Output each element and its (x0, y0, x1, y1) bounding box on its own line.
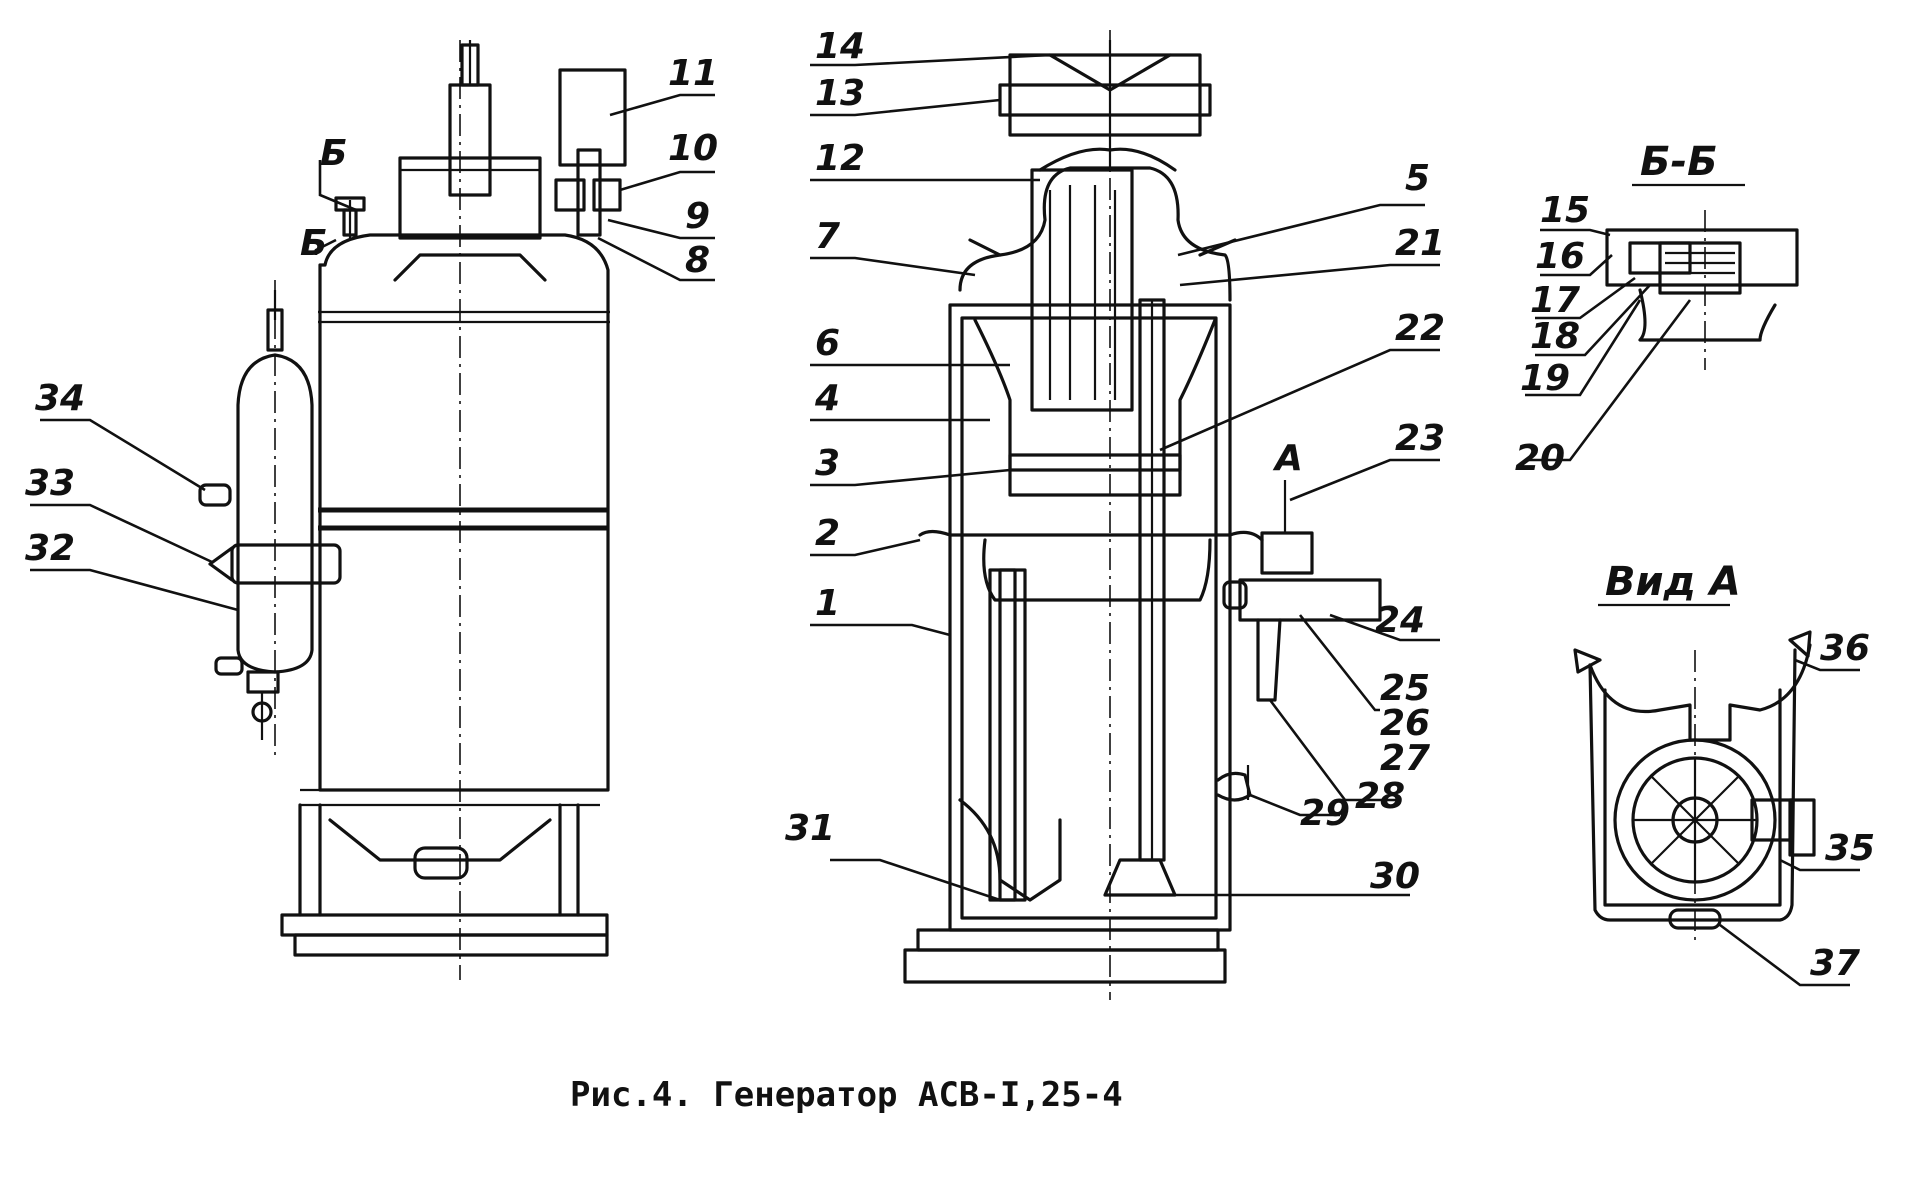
label-33: 33 (25, 463, 75, 504)
label-28: 28 (1355, 776, 1405, 817)
label-18: 18 (1530, 316, 1580, 357)
section-mark-b: Б (320, 133, 347, 174)
figure-caption: Рис.4. Генератор АСВ-I,25-4 (570, 1075, 1123, 1115)
label-32: 32 (25, 528, 75, 569)
label-20: 20 (1515, 438, 1565, 479)
label-10: 10 (668, 128, 718, 169)
label-9: 9 (685, 196, 710, 237)
label-37: 37 (1810, 943, 1860, 984)
view-a (1573, 630, 1816, 940)
label-1: 1 (815, 583, 840, 624)
section-title: Б-Б (1640, 139, 1718, 185)
label-7: 7 (815, 216, 840, 257)
label-4: 4 (814, 378, 840, 419)
label-24: 24 (1375, 600, 1425, 641)
label-6: 6 (815, 323, 840, 364)
item-labels: 1 2 3 4 5 6 7 8 9 10 11 12 13 14 15 16 1… (25, 26, 1875, 984)
label-16: 16 (1535, 236, 1585, 277)
label-31: 31 (785, 808, 835, 849)
label-22: 22 (1395, 308, 1445, 349)
section-mark-b-2: Б (300, 223, 327, 264)
label-26: 26 (1380, 703, 1430, 744)
view-title: Вид А (1605, 559, 1741, 605)
label-34: 34 (35, 378, 85, 419)
label-14: 14 (815, 26, 865, 67)
label-30: 30 (1370, 856, 1420, 897)
label-11: 11 (668, 53, 718, 94)
label-27: 27 (1380, 738, 1430, 779)
label-21: 21 (1395, 223, 1445, 264)
label-25: 25 (1380, 668, 1430, 709)
label-19: 19 (1520, 358, 1570, 399)
section-bb (1605, 210, 1799, 370)
label-15: 15 (1540, 190, 1590, 231)
label-23: 23 (1395, 418, 1445, 459)
label-8: 8 (685, 240, 710, 281)
label-12: 12 (815, 138, 865, 179)
label-2: 2 (815, 513, 840, 554)
sectional-view (903, 30, 1382, 1000)
external-view (280, 40, 627, 980)
view-mark-a: А (1272, 438, 1303, 479)
label-17: 17 (1530, 280, 1580, 321)
leader-lines (30, 53, 1860, 987)
label-35: 35 (1825, 828, 1875, 869)
label-13: 13 (815, 73, 865, 114)
label-3: 3 (815, 443, 840, 484)
label-5: 5 (1405, 158, 1430, 199)
label-36: 36 (1820, 628, 1870, 669)
label-29: 29 (1300, 793, 1350, 834)
side-cylinder (198, 280, 342, 760)
